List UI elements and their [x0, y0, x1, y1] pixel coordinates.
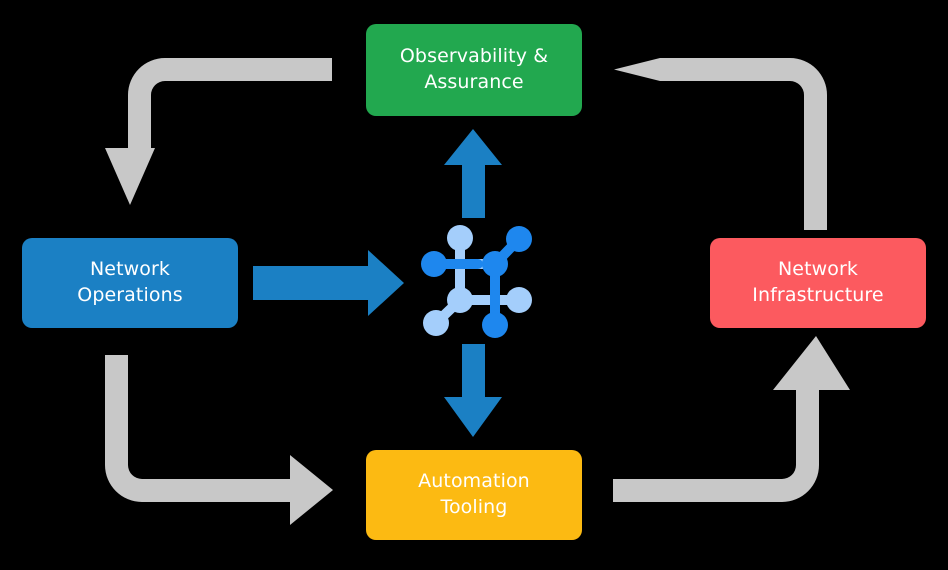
node-observability-label: Observability & Assurance	[399, 45, 549, 93]
arrow-operations-to-center	[253, 250, 404, 316]
node-observability-assurance[interactable]: Observability & Assurance	[366, 24, 582, 116]
arrow-infrastructure-to-observability	[614, 58, 827, 230]
node-automation-tooling[interactable]: Automation Tooling	[366, 450, 582, 540]
network-icon-edges	[429, 233, 524, 330]
node-infrastructure-label: Network Infrastructure	[752, 258, 884, 306]
arrow-center-to-automation	[444, 344, 502, 437]
node-automation-label: Automation Tooling	[418, 470, 530, 518]
node-operations-label: Network Operations	[77, 258, 183, 306]
arrow-operations-to-automation	[105, 355, 333, 525]
network-icon-nodes	[421, 225, 532, 338]
arrow-observability-to-operations	[105, 58, 332, 205]
arrow-automation-to-infrastructure	[613, 336, 850, 502]
arrow-center-to-observability	[444, 129, 502, 218]
node-network-operations[interactable]: Network Operations	[22, 238, 238, 328]
node-network-infrastructure[interactable]: Network Infrastructure	[710, 238, 926, 328]
